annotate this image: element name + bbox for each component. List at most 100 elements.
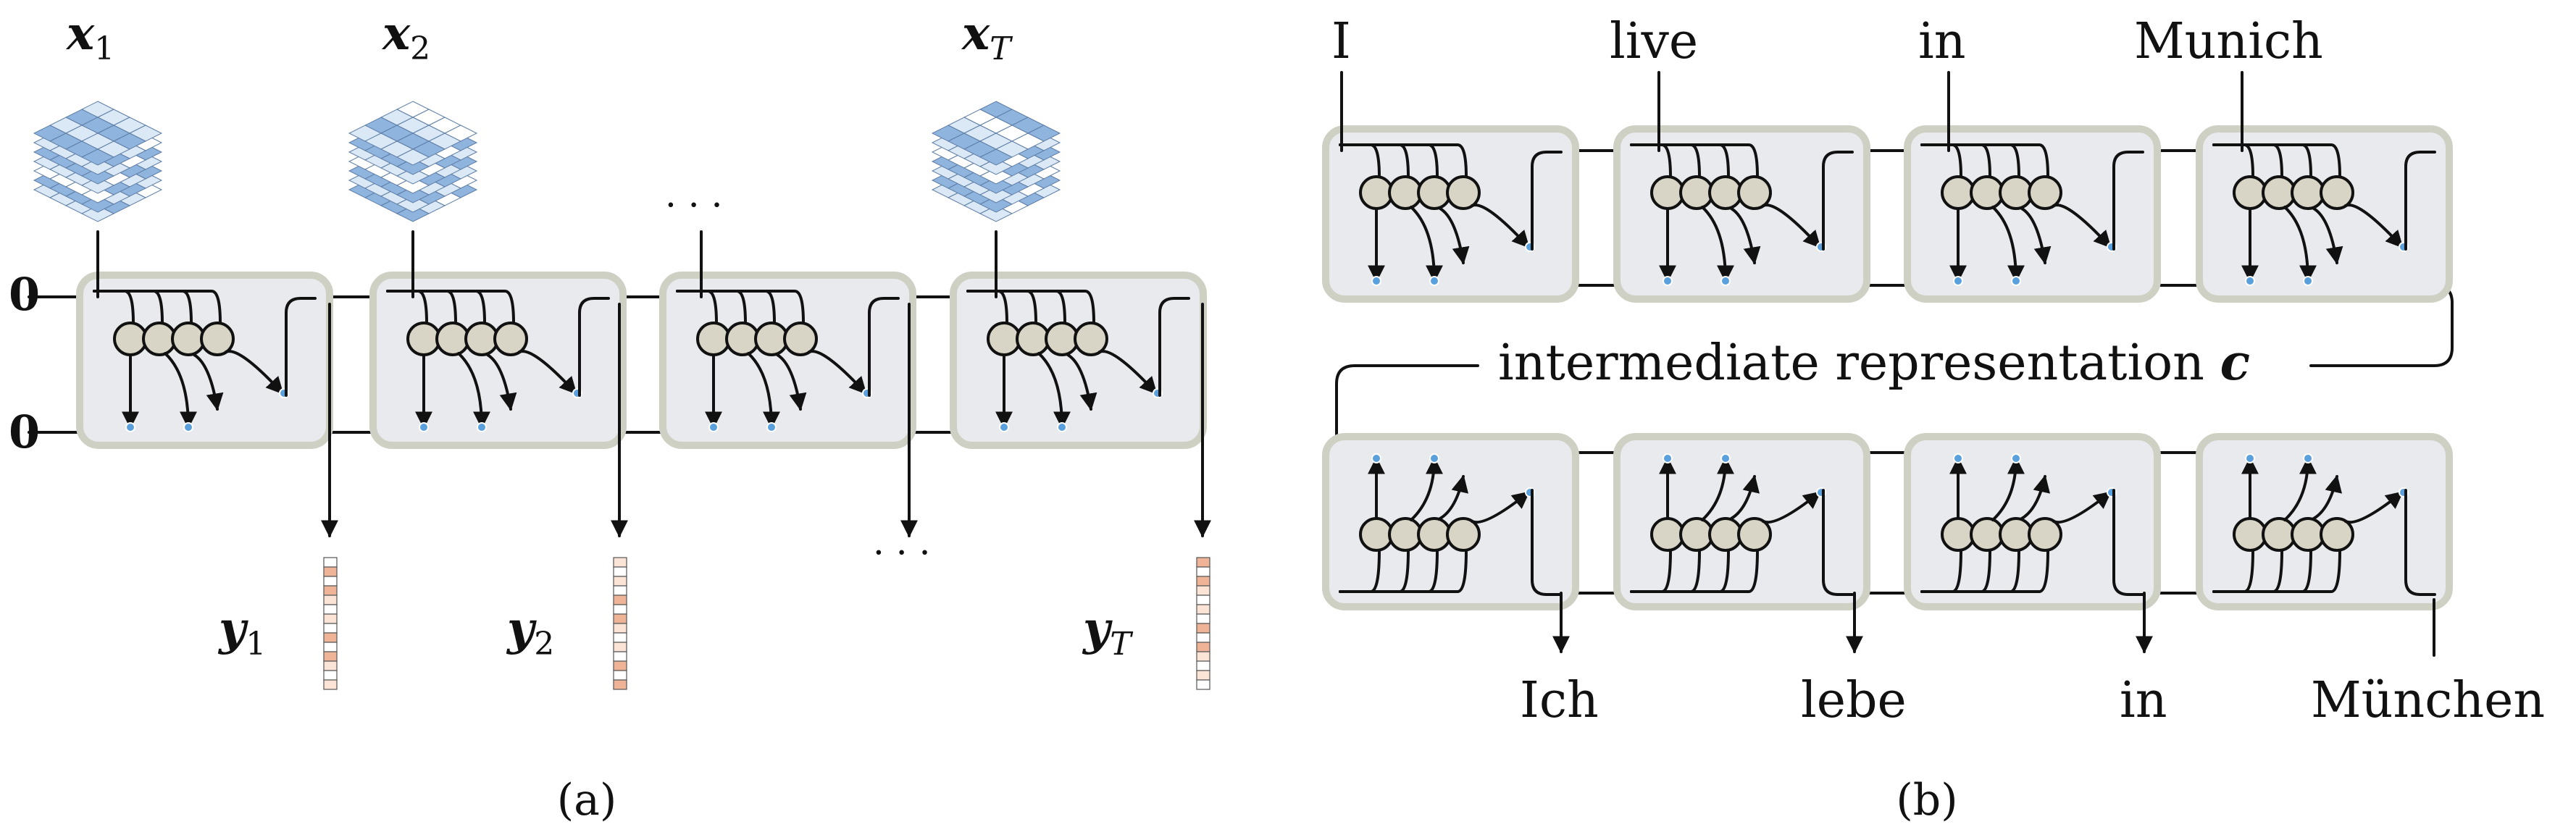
cell-background [1904,125,2161,303]
state-loop-wire [1822,489,1854,596]
panel-b-labels: I live in Munich intermediate representa… [1331,13,2545,826]
gate-unit [435,322,470,356]
gate-unit [171,322,206,356]
gate-unit [464,322,499,356]
junction-dot [999,422,1009,432]
vector-entry [613,642,627,652]
gate-output-arrow [457,352,490,429]
gate-input-wire [676,290,805,324]
vector-entry [323,651,338,662]
gate-unit [1417,517,1452,552]
junction-dot [1953,453,1963,463]
gate-output-arrow [1762,203,1821,248]
junction-dot [1371,276,1381,286]
junction-dot [2245,453,2255,463]
gate-output-arrow [747,352,780,429]
gate-input-wire [966,290,1095,324]
junction-dot [1663,453,1673,463]
tensor-tile [979,148,1013,166]
vector-entry [613,623,627,634]
vector-entry [1196,642,1210,652]
tensor-tile [396,177,430,194]
tensor-tile [396,158,430,175]
vector-entry [1196,613,1210,624]
vector-entry [1196,595,1210,605]
gate-output-arrow [1410,206,1443,283]
vector-entry [1196,623,1210,634]
gate-unit [783,322,818,356]
gate-unit [2262,175,2296,210]
gate-unit [200,322,235,356]
vector-entry [1196,576,1210,587]
state-loop-wire [285,297,317,397]
gate-unit [1708,517,1743,552]
gate-input-wire [1630,549,1759,593]
state-loop-wire [2404,151,2436,251]
source-word-2: live [1610,13,1698,70]
gate-output-arrow [2312,474,2343,520]
gate-unit [1970,517,2004,552]
decoder-cell [1613,433,1870,610]
gate-input-wire [1339,549,1468,593]
gate-input-wire [386,290,515,324]
junction-dot [1663,276,1673,286]
gate-output-arrow [1701,456,1734,521]
gate-unit [1446,175,1481,210]
tensor-tile [396,205,430,222]
gate-output-arrow [2020,207,2052,265]
initial-state-top: 0 [9,268,40,321]
gate-unit [1016,322,1050,356]
source-word-3: in [1918,13,1966,70]
junction-dot [1429,453,1439,463]
encoder-cell [1904,125,2161,303]
target-word-2: lebe [1801,672,1907,729]
gate-unit [987,322,1021,356]
output-label-1: y1 [217,602,266,663]
vector-entry [613,576,627,587]
gate-unit [1446,517,1481,552]
gate-input-wire [2212,143,2341,178]
input-tensor-icon [33,101,163,222]
target-word-4: München [2311,672,2545,729]
gate-unit [2262,517,2296,552]
gate-unit [1359,175,1394,210]
tensor-tile [80,177,115,194]
cell-background [369,272,627,449]
gate-output-arrow [1730,207,1761,265]
gate-unit [1679,517,1714,552]
gate-unit [2233,517,2267,552]
junction-dot [2245,276,2255,286]
vector-entry [613,651,627,662]
gate-unit [113,322,148,356]
vector-entry [323,670,338,681]
tensor-tile [80,205,115,222]
gate-unit [754,322,789,356]
cell-background [1322,433,1579,610]
state-loop-wire [868,297,900,397]
junction-dot [1720,453,1731,463]
gate-unit [725,322,760,356]
gate-output-arrow [1098,350,1158,395]
tensor-tile [396,167,430,185]
panel-a-recurrent-network [28,101,1211,690]
tensor-tile [979,196,1013,213]
vector-entry [1196,670,1210,681]
gate-unit [2028,517,2062,552]
encoder-cell [369,272,627,449]
output-label-2: y2 [506,602,554,663]
gate-output-arrow [2052,203,2112,248]
gate-output-arrow [193,353,224,411]
junction-dot [2011,276,2021,286]
gate-unit [406,322,441,356]
junction-dot [2303,276,2313,286]
decoder-cell [1322,433,1579,610]
gate-unit [142,322,177,356]
gate-output-arrow [776,353,807,411]
gate-output-arrow [1439,474,1469,520]
gate-output-arrow [164,352,197,429]
intermediate-representation-label: intermediate representation c [1498,334,2250,392]
cell-background [1613,125,1870,303]
tensor-tile [396,148,430,166]
junction-dot [125,422,135,432]
gate-unit [1970,175,2004,210]
